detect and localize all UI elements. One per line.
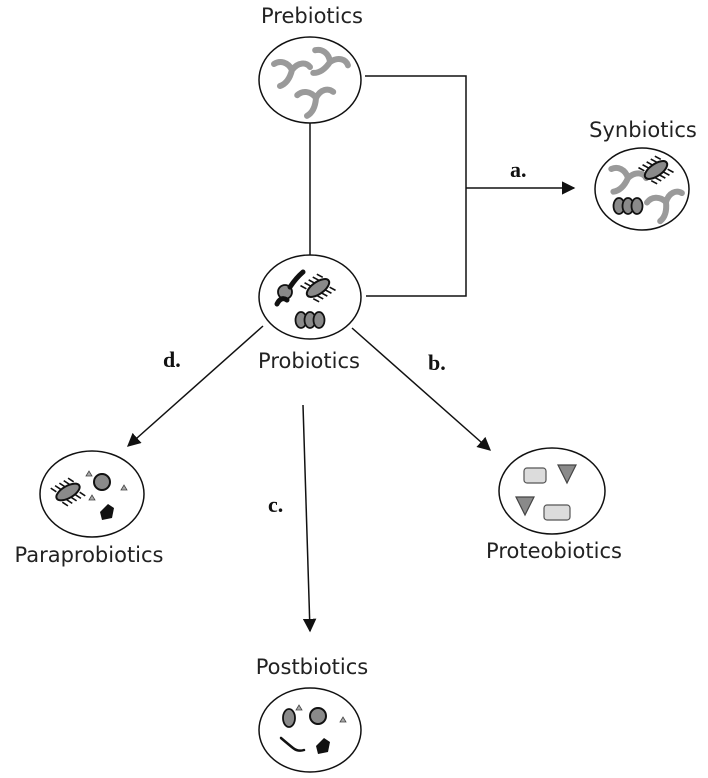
node-paraprobiotics: Paraprobiotics [14, 450, 164, 567]
node-label-paraprobiotics: Paraprobiotics [14, 543, 163, 567]
node-label-probiotics: Probiotics [258, 349, 360, 373]
node-prebiotics: Prebiotics [258, 4, 363, 124]
postbiotics-circle [258, 687, 362, 773]
edge-label-a: a. [510, 157, 527, 182]
vesicle-icon [93, 473, 111, 491]
edge-label-c: c. [268, 492, 283, 517]
node-label-postbiotics: Postbiotics [256, 655, 369, 679]
node-postbiotics: Postbiotics [256, 655, 369, 773]
node-proteobiotics: Proteobiotics [486, 447, 622, 563]
paraprobiotics-circle [39, 450, 145, 538]
fragment-icon [85, 470, 128, 520]
node-probiotics: Probiotics [258, 254, 362, 373]
proteobiotics-circle [498, 447, 606, 535]
node-label-synbiotics: Synbiotics [589, 118, 697, 142]
edge-label-b: b. [428, 350, 446, 375]
node-label-proteobiotics: Proteobiotics [486, 539, 622, 563]
yeast-icon [612, 197, 644, 215]
edge-probiotics-to-postbiotics [302, 404, 317, 633]
edge-probiotics-to-proteobiotics [351, 327, 492, 451]
rod-bacterium-icon [274, 269, 306, 307]
edge-label-d: d. [163, 347, 181, 372]
node-synbiotics: Synbiotics [589, 118, 697, 231]
node-label-prebiotics: Prebiotics [261, 4, 363, 28]
edge-bracket-to-synbiotics [365, 75, 576, 297]
edge-probiotics-to-paraprobiotics [126, 325, 264, 447]
protein-icon [515, 464, 577, 521]
metabolite-icon [279, 704, 347, 754]
yeast-icon [294, 311, 326, 329]
